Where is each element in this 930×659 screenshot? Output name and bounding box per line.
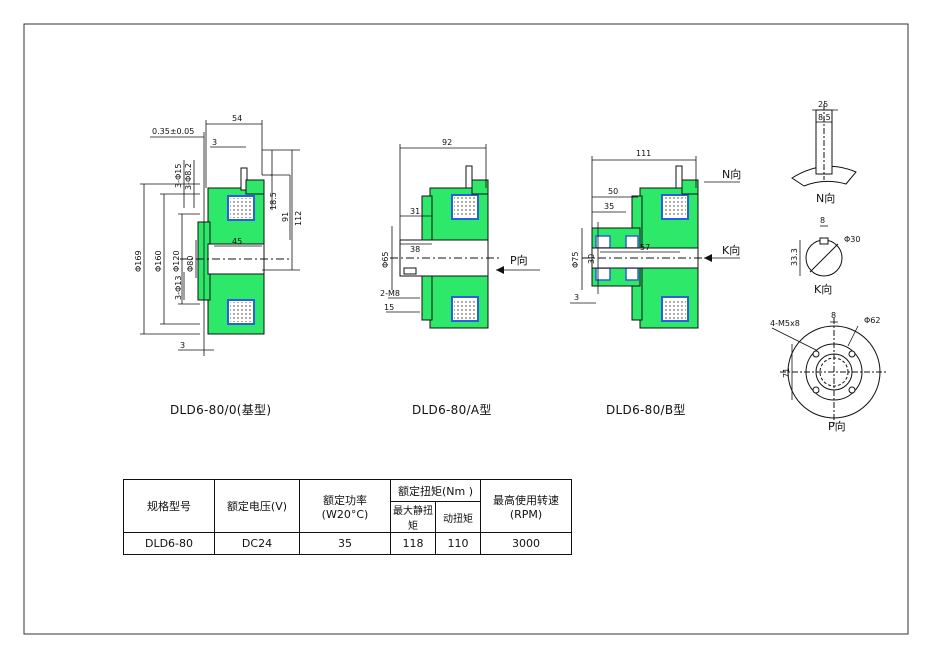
dim-3-phi8-2: 3-Φ8.2 — [184, 163, 193, 190]
dim-phi65: Φ65 — [381, 252, 390, 268]
header-model: 规格型号 — [123, 479, 215, 533]
dim-30: 30 — [587, 254, 596, 264]
dim-57: 57 — [640, 243, 650, 252]
dim-25: 25 — [818, 100, 828, 109]
header-voltage: 额定电压(V) — [214, 479, 300, 533]
dim-3-phi13: 3-Φ13 — [174, 276, 183, 300]
dim-3-b: 3 — [574, 293, 579, 302]
dim-phi30: Φ30 — [844, 235, 860, 244]
k-direction-view: 8 33.3 Φ30 K向 — [790, 216, 860, 296]
cell-power: 35 — [299, 532, 391, 555]
caption-type-a: DLD6-80/A型 — [412, 403, 492, 417]
spec-table: 规格型号 额定电压(V) 额定功率(W20°C) 额定扭矩(Nm ) 最高使用转… — [123, 479, 572, 555]
header-dynamic-torque: 动扭矩 — [435, 501, 481, 533]
dim-35: 35 — [604, 202, 614, 211]
dim-15: 15 — [384, 303, 394, 312]
caption-type-b: DLD6-80/B型 — [606, 403, 686, 417]
dim-phi120: Φ120 — [172, 250, 181, 272]
arrow-k-label: K向 — [722, 243, 740, 257]
caption-base-type: DLD6-80/0(基型) — [170, 403, 272, 417]
dim-2-m8: 2-M8 — [380, 289, 400, 298]
dim-71: 71 — [782, 368, 791, 378]
arrow-p-label: P向 — [510, 253, 528, 267]
dim-3-phi15: 3-Φ15 — [174, 164, 183, 188]
dim-8-5: 8.5 — [818, 113, 831, 122]
dim-111: 111 — [636, 149, 651, 158]
dim-33-3: 33.3 — [790, 248, 799, 266]
dim-3-bottom: 3 — [180, 341, 185, 350]
cell-model: DLD6-80 — [123, 532, 215, 555]
dim-phi62: Φ62 — [864, 316, 880, 325]
type-b-view: 111 50 35 30 57 Φ75 3 N向 K向 — [570, 149, 741, 329]
cell-speed: 3000 — [480, 532, 572, 555]
n-view-label: N向 — [816, 191, 835, 205]
base-type-view: 54 0.35±0.05 3 3-Φ15 3-Φ8.2 18.5 91 112 … — [134, 114, 303, 356]
dim-91: 91 — [281, 212, 290, 222]
cell-voltage: DC24 — [214, 532, 300, 555]
k-view-label: K向 — [814, 282, 832, 296]
arrow-n-label: N向 — [722, 167, 741, 181]
dim-phi80: Φ80 — [186, 256, 195, 272]
dim-8-p: 8 — [831, 311, 836, 320]
dim-3-top: 3 — [212, 138, 217, 147]
dim-gap: 0.35±0.05 — [152, 127, 194, 136]
dim-31: 31 — [410, 207, 420, 216]
dim-38: 38 — [410, 245, 420, 254]
dim-54: 54 — [232, 114, 242, 123]
dim-112: 112 — [294, 211, 303, 226]
p-view-label: P向 — [828, 419, 846, 433]
dim-8-k: 8 — [820, 216, 825, 225]
dim-phi160: Φ160 — [154, 250, 163, 272]
p-direction-view: 4-M5x8 8 Φ62 71 P向 — [770, 311, 888, 433]
cell-static-torque: 118 — [390, 532, 436, 555]
dim-phi169: Φ169 — [134, 250, 143, 272]
type-a-view: 92 31 Φ65 38 2-M8 15 P向 — [380, 138, 540, 329]
dim-45: 45 — [232, 237, 242, 246]
dim-phi75: Φ75 — [571, 252, 580, 268]
header-static-torque: 最大静扭矩 — [390, 501, 436, 533]
header-power: 额定功率(W20°C) — [299, 479, 391, 533]
header-torque: 额定扭矩(Nm ) — [390, 479, 481, 502]
header-speed: 最高使用转速(RPM) — [480, 479, 572, 533]
cell-dynamic-torque: 110 — [435, 532, 481, 555]
dim-50: 50 — [608, 187, 618, 196]
dim-4-m5x8: 4-M5x8 — [770, 319, 800, 328]
n-direction-view: 25 8.5 N向 — [791, 100, 857, 205]
dim-92: 92 — [442, 138, 452, 147]
dim-18-5: 18.5 — [269, 192, 278, 210]
drawing-frame — [23, 23, 909, 635]
